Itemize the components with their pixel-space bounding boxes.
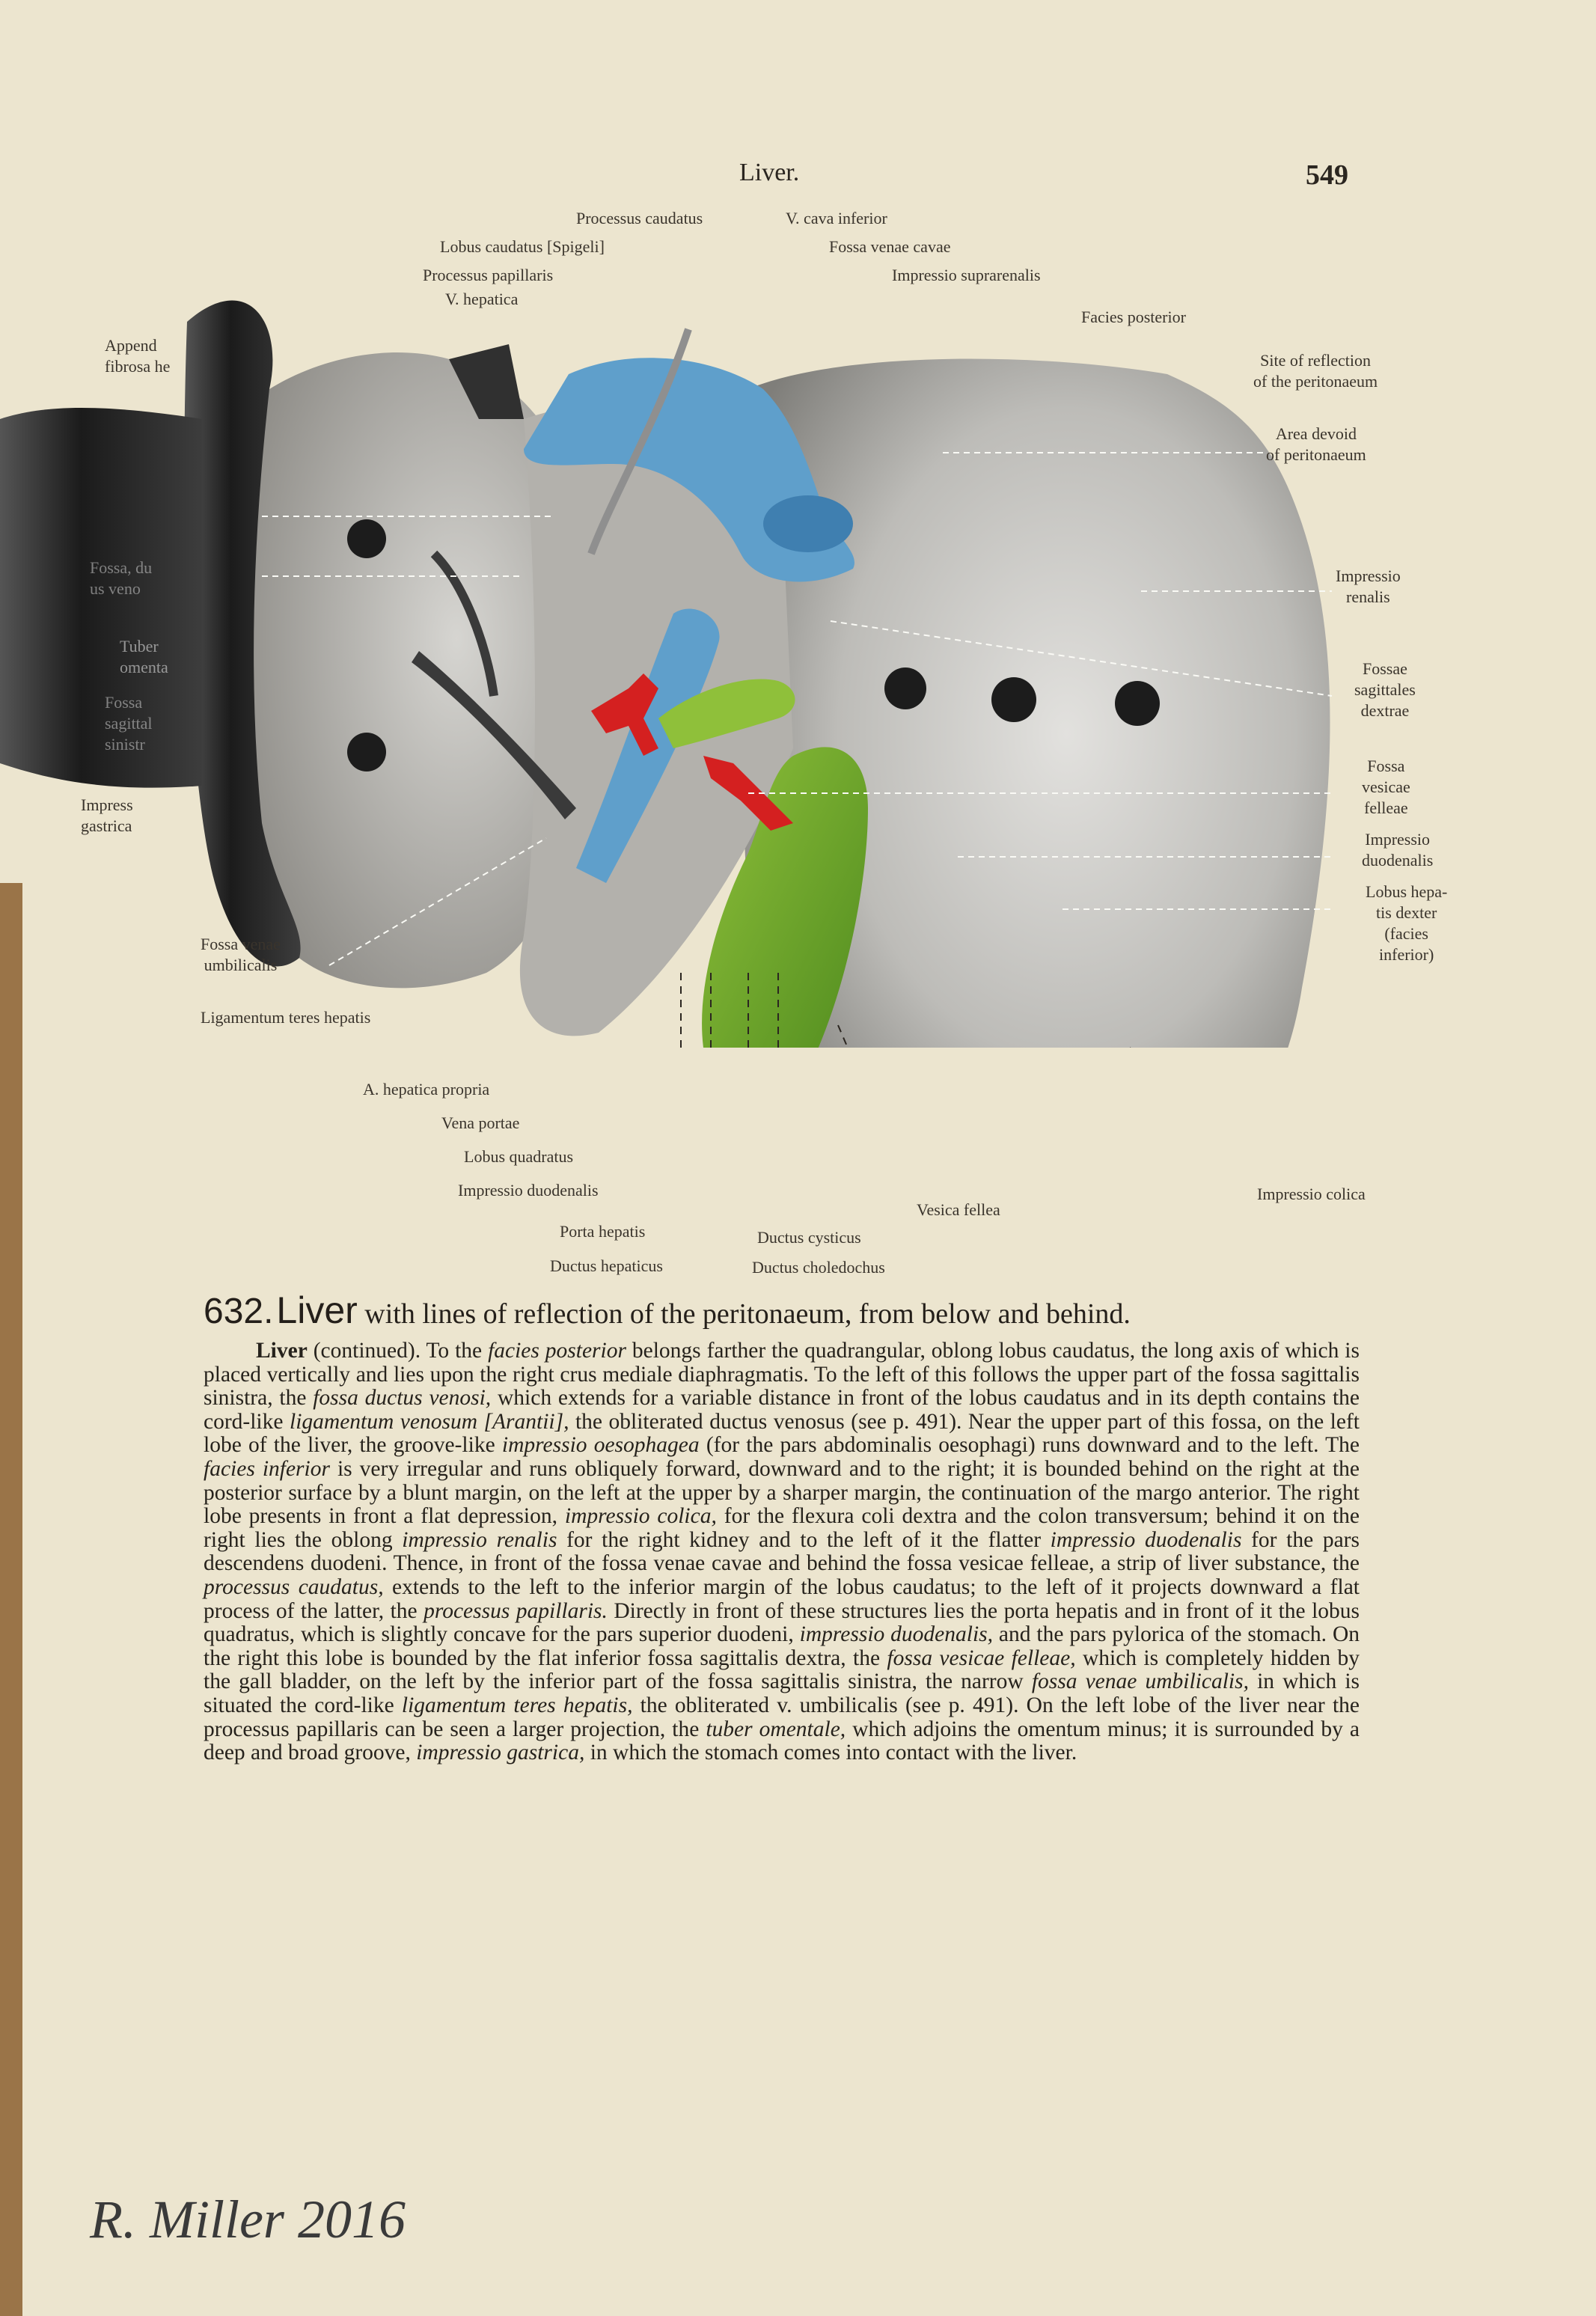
button-dot-1 (884, 667, 926, 709)
text-run: which is completely hidden by the gall b… (204, 1646, 1360, 1694)
button-dot-3 (1115, 681, 1160, 726)
hat-crown (0, 408, 202, 788)
vena-cava-lumen (763, 495, 853, 552)
text-run: the obliterated v. umbilicalis (see p. 4… (204, 1693, 1360, 1741)
label-v-cava-inferior: V. cava inferior (786, 209, 887, 227)
text-run: and the pars pylorica of the stomach. On… (204, 1622, 1360, 1670)
text-run: extends to the left to the inferior marg… (204, 1574, 1360, 1623)
left-mouth-dot (347, 733, 386, 772)
label-v-hepatica: V. hepatica (445, 290, 519, 308)
italic-term: impressio colica, (564, 1504, 717, 1529)
label-ligamentum-teres: Ligamentum teres hepatis (201, 1008, 371, 1027)
label-a-hepatica-propria: A. hepatica propria (363, 1080, 490, 1099)
label-lobus-caudatus: Lobus caudatus [Spigeli] (440, 237, 605, 256)
body-paragraph: Liver (continued). To the facies posteri… (204, 1339, 1360, 1765)
label-impressio-duodenalis: Impressio duodenalis (458, 1181, 599, 1200)
label-vena-portae: Vena portae (441, 1113, 520, 1132)
pipe (449, 344, 524, 419)
text-run: in which is situated the cord-like (204, 1669, 1360, 1717)
italic-term: processus caudatus, (204, 1574, 384, 1599)
gall-bladder (702, 747, 868, 1048)
label-site-of-reflection: Site of reflection of the peritonaeum (1253, 351, 1378, 391)
italic-term: fossa venae umbilicalis, (1031, 1669, 1249, 1694)
label-ductus-cysticus: Ductus cysticus (757, 1228, 861, 1247)
running-head-title: Liver. (739, 159, 800, 186)
stick-arm (430, 550, 498, 697)
label-fossa-sagittalis-partial: Fossa sagittal sinistr (105, 693, 153, 754)
text-run: in which the stomach comes into contact … (584, 1741, 1077, 1765)
label-porta-hepatis: Porta hepatis (560, 1222, 646, 1241)
label-impressio-suprarenalis: Impressio suprarenalis (892, 266, 1041, 284)
italic-term: impressio oesophagea (501, 1433, 700, 1458)
backing-board-edge (0, 883, 22, 2316)
leader-lines-white (262, 452, 1333, 966)
label-processus-papillaris: Processus papillaris (423, 266, 554, 284)
text-run: which extends for a variable distance in… (204, 1386, 1360, 1434)
liver-illustration (0, 300, 1333, 1048)
hat-brim (184, 300, 301, 967)
label-appendix-fibrosa: Append fibrosa he (105, 336, 171, 376)
label-vesica-fellea: Vesica fellea (917, 1200, 1000, 1219)
button-dot-2 (991, 677, 1036, 722)
text-run: which adjoins the omentum minus; it is s… (204, 1717, 1360, 1765)
italic-term: impressio renalis (402, 1527, 557, 1552)
label-impressio-renalis: Impressio renalis (1336, 566, 1401, 606)
hepatic-artery (591, 673, 658, 756)
bold-term: Liver (256, 1339, 308, 1363)
label-processus-caudatus: Processus caudatus (576, 209, 703, 227)
italic-term: impressio duodenalis, (799, 1622, 994, 1647)
italic-term: fossa vesicae felleae, (887, 1646, 1076, 1670)
text-run: for the right kidney and to the left of … (557, 1527, 1051, 1552)
cystic-duct (658, 679, 795, 748)
right-lobe (744, 358, 1330, 1048)
italic-term: processus papillaris. (424, 1598, 608, 1623)
text-run: for the pars descendens duodeni. Thence,… (204, 1527, 1360, 1576)
label-fossa-ductus-partial: Fossa, du us veno (90, 558, 153, 598)
leader-lines-dark (680, 973, 1131, 1048)
label-impressio-colica: Impressio colica (1257, 1185, 1366, 1203)
nose-stick (412, 651, 576, 819)
caption-number: 632. (204, 1292, 274, 1331)
label-lobus-quadratus: Lobus quadratus (464, 1147, 574, 1166)
text-run: (for the pars abdominalis oesophagi) run… (699, 1433, 1360, 1458)
label-fossa-vesicae-felleae: Fossa vesicae felleae (1362, 757, 1410, 817)
label-facies-posterior: Facies posterior (1081, 308, 1186, 326)
italic-term: facies posterior (488, 1339, 626, 1363)
italic-term: tuber omentale, (706, 1717, 846, 1741)
text-run: belongs farther the quadrangular, oblong… (204, 1339, 1360, 1411)
signature-text: R. Miller 2016 (89, 2190, 406, 2249)
italic-term: impressio gastrica, (416, 1741, 585, 1765)
text-run: Directly in front of these structures li… (204, 1598, 1360, 1647)
page-number: 549 (1306, 159, 1348, 191)
italic-term: fossa ductus venosi, (313, 1386, 492, 1411)
label-fossa-venae-cavae: Fossa venae cavae (829, 237, 951, 256)
label-impressio-gastrica: Impress gastrica (81, 795, 133, 835)
text-run: the obliterated ductus venosus (see p. 4… (204, 1409, 1360, 1458)
text-run: is very irregular and runs obliquely for… (204, 1456, 1360, 1529)
artist-signature: R. Miller 2016 (89, 2190, 406, 2249)
left-eye (347, 519, 386, 558)
italic-term: facies inferior (204, 1456, 330, 1481)
italic-term: ligamentum teres hepatis, (401, 1693, 633, 1717)
label-impressio-duodenalis-right: Impressio duodenalis (1362, 830, 1434, 870)
label-lobus-hepatis-dexter: Lobus hepa- tis dexter (facies inferior) (1366, 882, 1448, 964)
label-tuber-omentale-partial: Tuber omenta (120, 637, 168, 676)
label-area-devoid: Area devoid of peritonaeum (1266, 424, 1366, 464)
label-fossa-venae-umbilicalis: Fossa venae umbilicalis (201, 935, 281, 974)
body-text: Liver (continued). To the facies posteri… (204, 1339, 1360, 1765)
twig (587, 328, 692, 555)
caption-main: Liver (276, 1289, 358, 1331)
text-run: for the flexura coli dextra and the colo… (204, 1504, 1360, 1552)
label-ductus-hepaticus: Ductus hepaticus (550, 1256, 663, 1275)
label-fossae-sagittales-dextrae: Fossae sagittales dextrae (1354, 659, 1416, 720)
caption-rest: with lines of reflection of the peritona… (357, 1298, 1131, 1330)
text-run: (continued). To the (307, 1339, 489, 1363)
figure-caption: 632. Liver with lines of reflection of t… (204, 1289, 1371, 1332)
label-ductus-choledochus: Ductus choledochus (752, 1258, 885, 1277)
italic-term: ligamentum venosum [Arantii], (290, 1409, 569, 1434)
italic-term: impressio duodenalis (1050, 1527, 1242, 1552)
